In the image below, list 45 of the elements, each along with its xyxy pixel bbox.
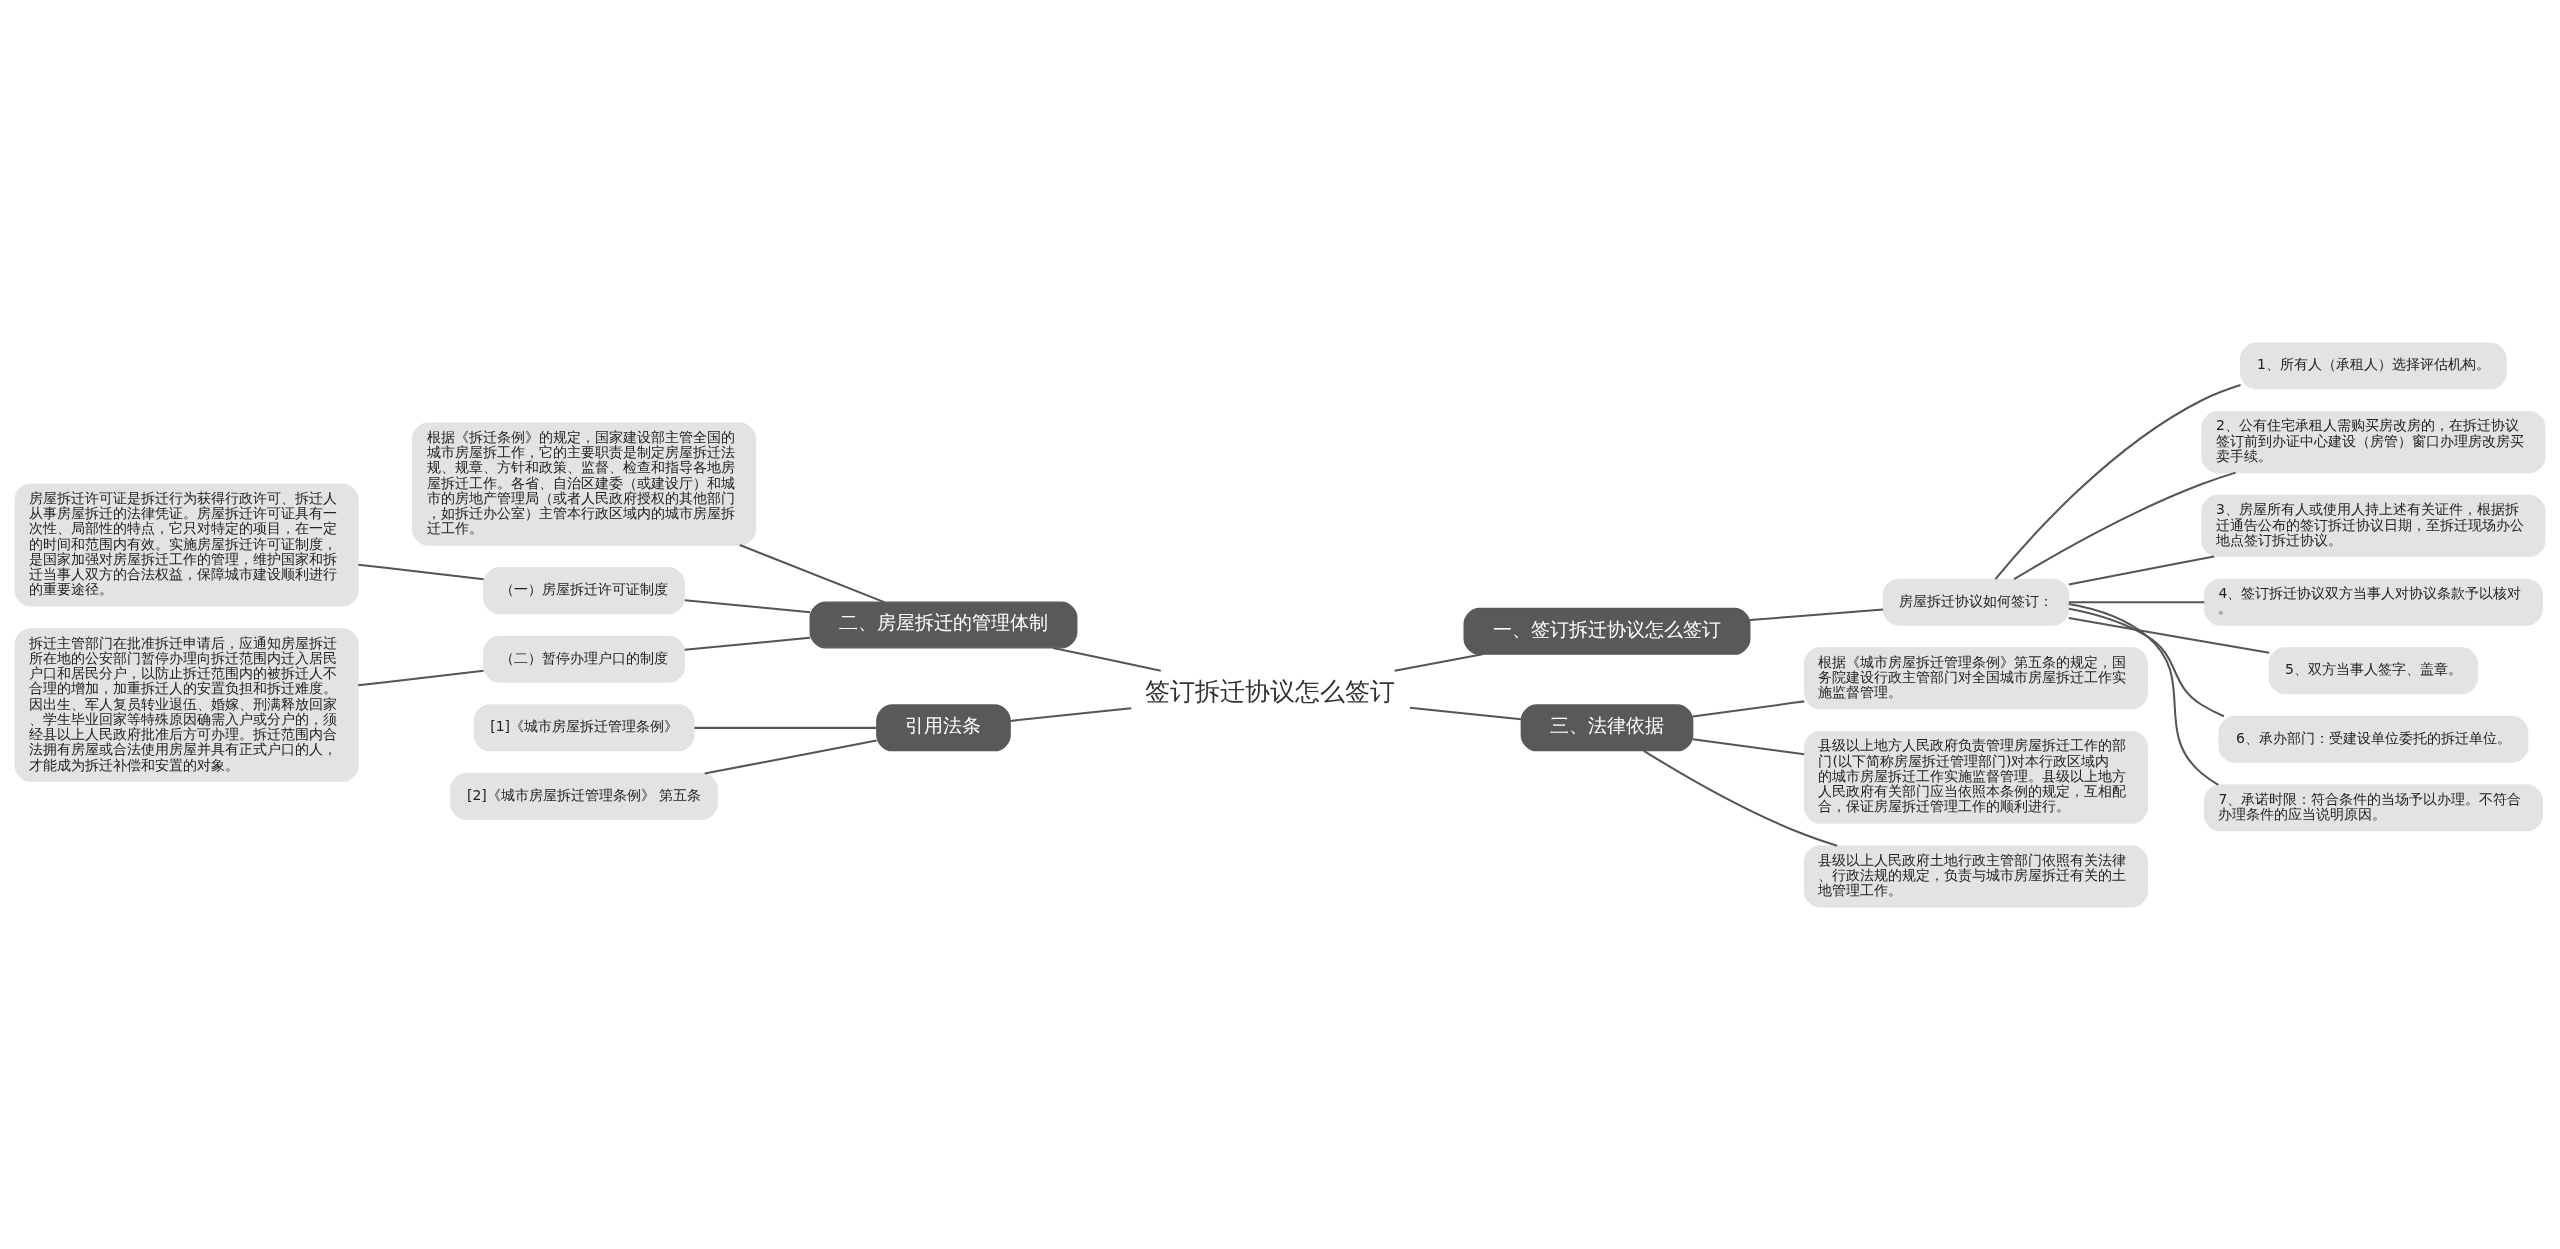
node-box: [2]《城市房屋拆迁管理条例》 第五条	[450, 772, 719, 820]
node-box: [1]《城市房屋拆迁管理条例》	[473, 703, 695, 751]
node-box: 拆迁主管部门在批准拆迁申请后，应通知房屋拆迁所在地的公安部门暂停办理向拆迁范围内迁入居民户口和居民分户，以防止拆迁范围内的被拆迁人不合理的增加，加重拆迁人的安置负担和拆迁难度。因出生、军人复员转业退伍、婚嫁、刑满释放回家、学生毕业回家等特殊原因确需入户或分户的，须经县以上人民政府批准后方可办理。拆迁范围内合法拥有房屋或合法使用房屋并具有正式户口的人，才能成为拆迁补偿和安置的对象。	[14, 627, 359, 782]
node-box: 房屋拆迁许可证是拆迁行为获得行政许可、拆迁人从事房屋拆迁的法律凭证。房屋拆迁许可证具有一次性、局部性的特点，它只对特定的项目，在一定的时间和范围内有效。实施房屋拆迁许可证制度，是国家加强对房屋拆迁工作的管理，维护国家和拆迁当事人双方的合法权益，保障城市建设顺利进行的重要途径。	[14, 482, 359, 607]
connector	[2013, 471, 2236, 580]
connector	[2068, 607, 2225, 717]
node-box: 二、房屋拆迁的管理体制	[809, 601, 1078, 648]
node-box: 5、双方当事人签字、盖章。	[2268, 646, 2479, 694]
connector	[1692, 737, 1805, 755]
connector	[2068, 602, 2219, 786]
connector	[1010, 706, 1132, 722]
connector	[684, 636, 811, 651]
connector	[1409, 706, 1522, 720]
connector	[694, 726, 877, 729]
connector	[1749, 607, 1884, 621]
node-box: 根据《拆迁条例》的规定，国家建设部主管全国的城市房屋拆工作，它的主要职责是制定房屋拆迁法规、规章、方针和政策、监督、检查和指导各地房屋拆迁工作。各省、自治区建委（或建设厅）和城市的房地产管理局（或者人民政府授权的其他部门，如拆迁办公室）主管本行政区域内的城市房屋拆迁工作。	[412, 421, 757, 546]
connector	[2068, 600, 2205, 603]
node-box: 1、所有人（承租人）选择评估机构。	[2240, 341, 2507, 389]
node-box: 一、签订拆迁协议怎么签订	[1463, 607, 1751, 655]
connector	[2068, 554, 2215, 585]
connector	[704, 738, 877, 774]
node-box: （一）房屋拆迁许可证制度	[483, 566, 686, 614]
connector	[1692, 699, 1805, 717]
node-box: 县级以上人民政府土地行政主管部门依照有关法律、行政法规的规定，负责与城市房屋拆迁有关的土地管理工作。	[1803, 844, 2148, 908]
node-box: 引用法条	[876, 703, 1011, 751]
node-box: 根据《城市房屋拆迁管理条例》第五条的规定，国务院建设行政主管部门对全国城市房屋拆迁工作实施监督管理。	[1803, 646, 2148, 709]
connector	[684, 598, 811, 613]
connector	[358, 563, 484, 580]
node-box: 6、承办部门：受建设单位委托的拆迁单位。	[2218, 715, 2529, 763]
node-box: （二）暂停办理户口的制度	[483, 635, 686, 683]
connector	[358, 669, 484, 686]
connector	[1643, 749, 1838, 847]
node-box: 2、公有住宅承租人需购买房改房的，在拆迁协议签订前到办证中心建设（房管）窗口办理房改房买卖手续。	[2201, 410, 2546, 473]
connector	[1994, 383, 2241, 580]
node-box: 7、承诺时限：符合条件的当场予以办理。不符合办理条件的应当说明原因。	[2203, 783, 2543, 831]
connector	[2068, 616, 2270, 654]
node-box: 县级以上地方人民政府负责管理房屋拆迁工作的部门(以下简称房屋拆迁管理部门)对本行政区域内的城市房屋拆迁工作实施监督管理。县级以上地方人民政府有关部门应当依照本条例的规定，互相配合，保证房屋拆迁管理工作的顺利进行。	[1803, 730, 2148, 824]
node-box: 三、法律依据	[1520, 703, 1694, 751]
connector	[1394, 652, 1483, 672]
node-text: 签订拆迁协议怎么签订	[1145, 675, 1396, 706]
node-box: 4、签订拆迁协议双方当事人对协议条款予以核对。	[2203, 578, 2543, 626]
connector	[1053, 646, 1162, 672]
node-box: 房屋拆迁协议如何签订：	[1882, 578, 2070, 626]
connector	[739, 543, 885, 603]
node-box: 3、房屋所有人或使用人持上述有关证件，根据拆迁通告公布的签订拆迁协议日期，至拆迁现场办公地点签订拆迁协议。	[2201, 494, 2546, 557]
